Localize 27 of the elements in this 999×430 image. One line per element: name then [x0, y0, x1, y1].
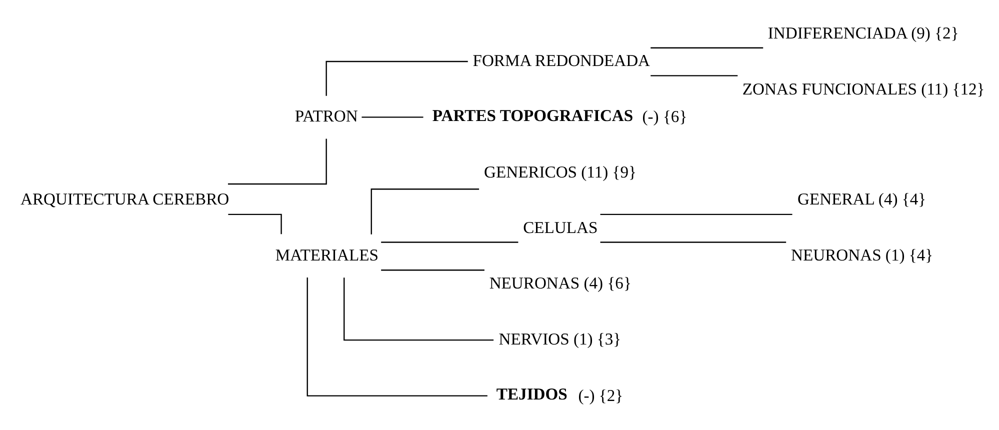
connector [600, 214, 792, 215]
node-text: TEJIDOS (-) {2} [496, 384, 623, 405]
node-text: ZONAS FUNCIONALES (11) {12} [742, 79, 984, 98]
node-text: PATRON [294, 106, 358, 126]
node-text: CELULAS [522, 218, 598, 238]
node-text: NERVIOS (1) {3} [498, 329, 621, 348]
connector [380, 242, 518, 243]
connector [361, 116, 423, 118]
node-text: PARTES TOPOGRAFICAS (-) {6} [432, 106, 687, 126]
connector [650, 75, 738, 76]
node-text: GENERICOS (11) {9} [483, 162, 636, 182]
connector [380, 270, 484, 271]
connector [306, 277, 487, 396]
node-text: NEURONAS (1) {4} [790, 245, 933, 264]
node-text: NEURONAS (4) {6} [488, 274, 631, 293]
connector [228, 214, 282, 234]
connector [600, 242, 786, 243]
node-text: FORMA REDONDEADA [472, 50, 650, 70]
connector [650, 47, 763, 48]
node-text: MATERIALES [274, 245, 378, 264]
node-text: INDIFERENCIADA (9) {2} [767, 24, 958, 43]
connector [325, 60, 468, 96]
connector [227, 138, 326, 185]
connector [343, 278, 494, 341]
connector [370, 188, 479, 234]
node-text: ARQUITECTURA CEREBRO [20, 190, 229, 209]
node-text: GENERAL (4) {4} [797, 190, 926, 209]
